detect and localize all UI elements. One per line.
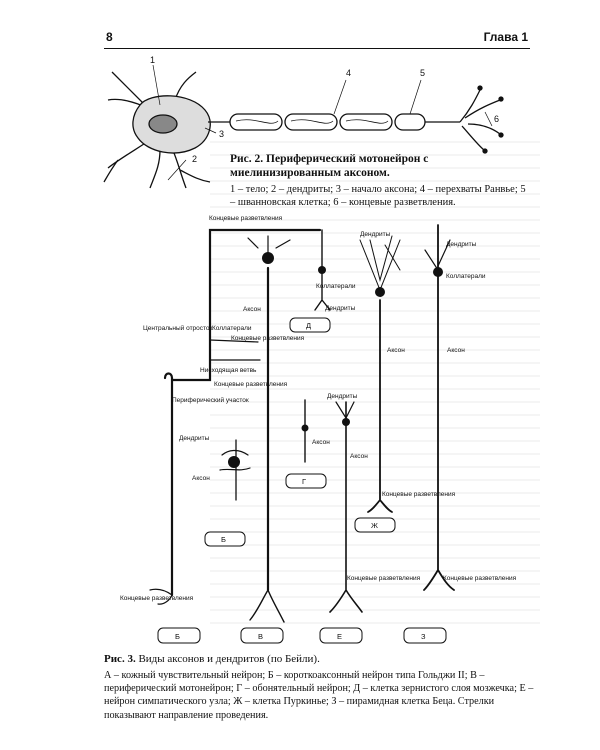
label-descending-branch: Нисходящая ветвь	[200, 367, 257, 374]
neuron-types-drawing	[149, 224, 455, 623]
box-v	[240, 627, 284, 644]
box-b-lower	[157, 627, 201, 644]
figure2-title-text: Периферический мотонейрон с миелинизиров…	[230, 153, 429, 179]
figure2-caption: Рис. 2. Периферический мотонейрон с миел…	[230, 152, 530, 209]
label-axon-olfactory: Аксон	[312, 439, 330, 446]
label-collaterals-betz: Коллатерали	[446, 273, 486, 280]
motoneuron-drawing	[103, 64, 504, 189]
letter-b-upper: Б	[221, 535, 226, 544]
fig2-label-3: 3	[219, 129, 224, 139]
box-z	[403, 627, 447, 644]
label-axon-motoneuron: Аксон	[243, 306, 261, 313]
label-terminal-branches-top: Концевые разветвления	[209, 215, 283, 222]
label-collaterals-granule: Коллатерали	[316, 283, 356, 290]
label-dendrites-purkinje: Дендриты	[360, 231, 391, 238]
header-rule	[104, 48, 530, 49]
label-terminal-branches-sympathetic: Концевые разветвления	[347, 575, 421, 582]
label-terminal-branches-purkinje: Концевые разветвления	[382, 491, 456, 498]
fig2-label-4: 4	[346, 68, 351, 78]
figure3-title-text: Виды аксонов и дендритов (по Бейли).	[138, 653, 320, 665]
figure3-title: Рис. 3.	[104, 653, 136, 665]
label-dendrites-granule: Дендриты	[325, 305, 356, 312]
letter-zh: Ж	[371, 521, 378, 530]
fig2-label-2: 2	[192, 154, 197, 164]
chapter-title: Глава 1	[483, 30, 528, 44]
label-terminal-branches-sensory: Концевые разветвления	[120, 595, 194, 602]
label-axon-purkinje: Аксон	[387, 347, 405, 354]
label-peripheral-part: Периферический участок	[172, 396, 249, 404]
box-g	[285, 473, 327, 489]
figure2-title: Рис. 2.	[230, 153, 264, 165]
label-dendrites-sympathetic: Дендриты	[327, 393, 358, 400]
label-collaterals-sensory: Коллатерали	[212, 325, 252, 332]
label-terminal-branches-mid: Концевые разветвления	[231, 335, 305, 342]
label-axon-sympathetic: Аксон	[350, 453, 368, 460]
label-terminal-branches-lower: Концевые разветвления	[214, 381, 288, 388]
figure3-legend: А – кожный чувствительный нейрон; Б – ко…	[104, 670, 534, 721]
box-zh	[354, 517, 396, 533]
letter-v: В	[258, 632, 263, 641]
letter-g: Г	[302, 477, 306, 486]
letter-b-lower: Б	[175, 632, 180, 641]
letter-e: Е	[337, 632, 342, 641]
label-dendrites-sensory: Дендриты	[179, 435, 210, 442]
label-axon-betz: Аксон	[447, 347, 465, 354]
bleed-through-text	[210, 130, 540, 630]
label-central-process: Центральный отросток	[143, 324, 213, 332]
page-number: 8	[106, 30, 113, 44]
box-e	[319, 627, 363, 644]
letter-z: З	[421, 632, 426, 641]
box-d	[289, 317, 331, 333]
figure3-caption: Рис. 3. Виды аксонов и дендритов (по Бей…	[104, 652, 534, 722]
label-dendrites-betz: Дендриты	[446, 241, 477, 248]
fig2-label-1: 1	[150, 55, 155, 65]
fig2-label-6: 6	[494, 114, 499, 124]
box-b-upper	[204, 531, 246, 547]
label-axon-golgi: Аксон	[192, 475, 210, 482]
letter-d: Д	[306, 321, 311, 330]
label-terminal-branches-betz: Концевые разветвления	[443, 575, 517, 582]
fig2-label-5: 5	[420, 68, 425, 78]
figure2-legend: 1 – тело; 2 – дендриты; 3 – начало аксон…	[230, 184, 526, 208]
